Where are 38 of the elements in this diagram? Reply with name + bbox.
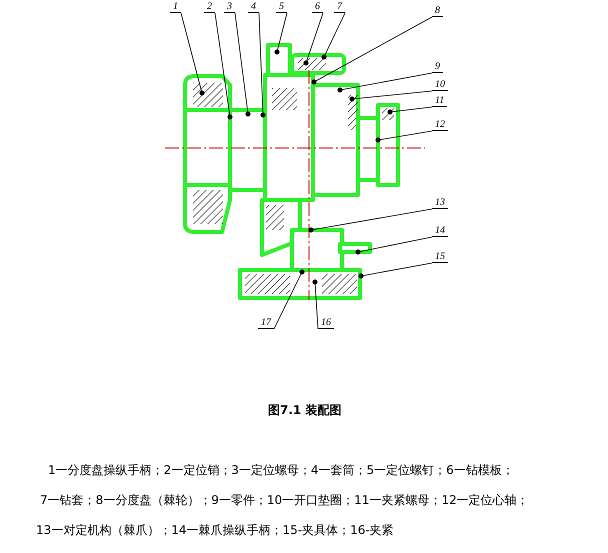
callout-number: 1 xyxy=(170,2,181,13)
leader-line xyxy=(376,130,432,142)
leader-line xyxy=(304,12,324,66)
figure-caption: 图7.1 装配图 xyxy=(268,402,342,419)
callout-number: 14 xyxy=(432,226,448,237)
leader-line xyxy=(308,208,432,232)
callout-number: 3 xyxy=(224,2,235,13)
leader-line xyxy=(234,12,250,116)
leader-line xyxy=(322,12,346,60)
callout-number: 6 xyxy=(312,2,323,13)
leader-line xyxy=(388,106,432,114)
callout-number: 17 xyxy=(258,318,274,329)
leader-line xyxy=(214,12,232,120)
callout-number: 9 xyxy=(432,62,443,73)
callout-number: 7 xyxy=(334,2,345,13)
leader-line xyxy=(350,90,432,102)
leader-line xyxy=(274,270,304,330)
callout-number: 11 xyxy=(432,96,448,107)
leader-line xyxy=(274,12,288,54)
callout-number: 2 xyxy=(204,2,215,13)
leader-line xyxy=(180,12,204,96)
callout-number: 4 xyxy=(248,2,259,13)
callout-number: 10 xyxy=(432,80,448,91)
parts-list-line: 1一分度盘操纵手柄；2一定位销；3一定位螺母；4一套筒；5一定位螺钉；6一钻模板； xyxy=(48,462,514,479)
parts-list-line: 7一钻套；8一分度盘（棘轮）；9一零件；10一开口垫圈；11一夹紧螺母；12一定位心轴； xyxy=(40,492,529,509)
callout-number: 12 xyxy=(432,120,448,131)
leader-line xyxy=(312,16,432,84)
leader-line xyxy=(338,72,432,92)
callout-number: 5 xyxy=(276,2,287,13)
callout-number: 8 xyxy=(432,6,443,17)
leader-line xyxy=(356,236,432,254)
callout-number: 15 xyxy=(432,252,448,263)
leader-line xyxy=(358,262,432,278)
leader-line xyxy=(312,280,318,330)
parts-list-line: 13一对定机构（棘爪）；14一棘爪操纵手柄；15-夹具体；16-夹紧 xyxy=(36,522,394,539)
leader-line xyxy=(258,12,266,118)
callout-number: 16 xyxy=(318,318,334,329)
callout-number: 13 xyxy=(432,198,448,209)
